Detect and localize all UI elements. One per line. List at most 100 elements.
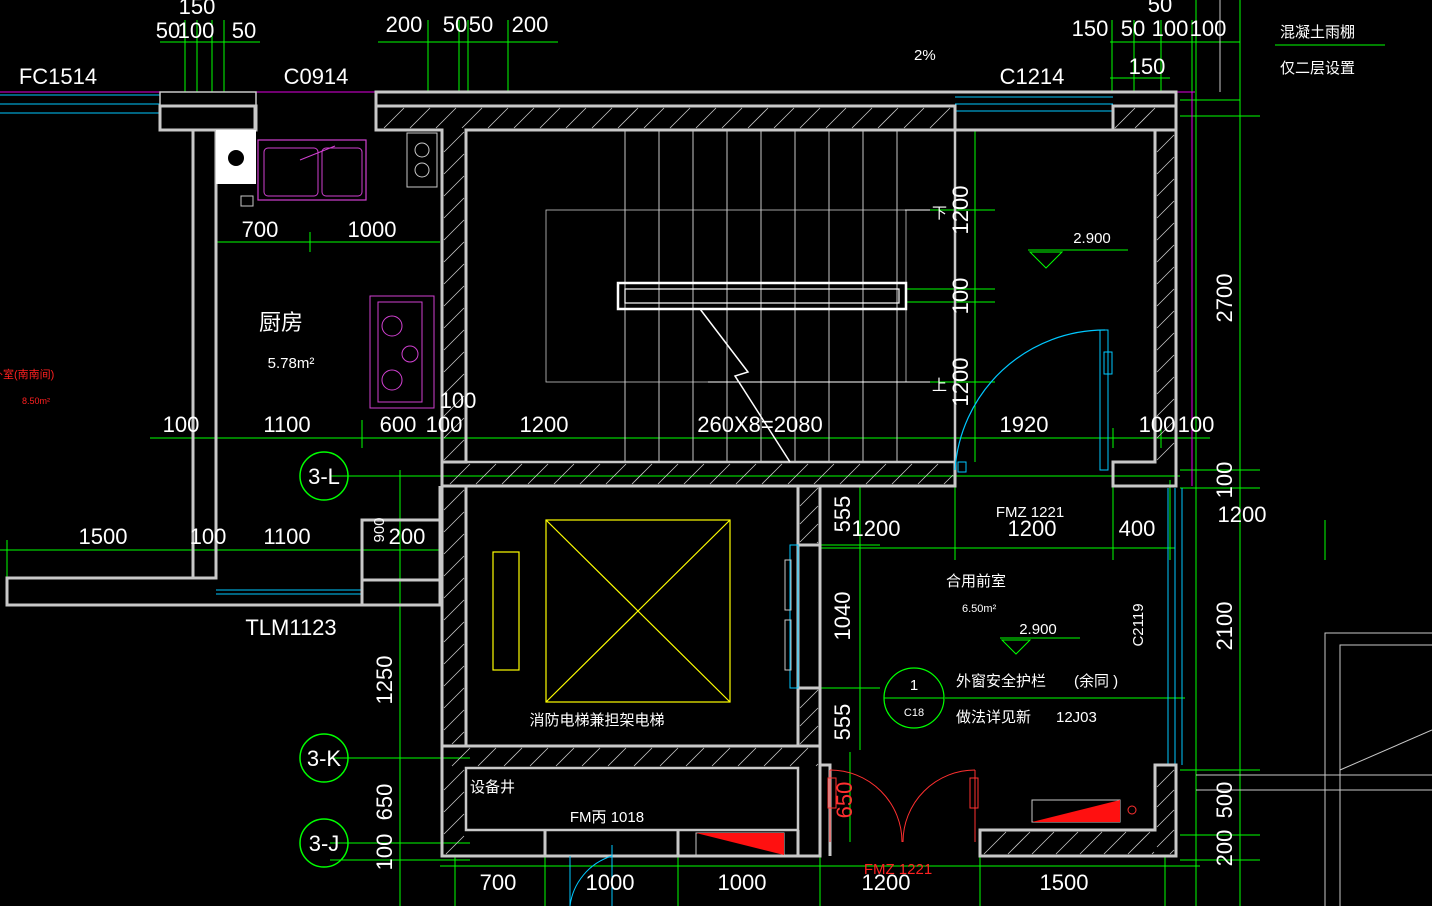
hatch-stroke xyxy=(461,107,483,129)
hatch-stroke xyxy=(1156,769,1175,788)
hatch-stroke xyxy=(737,747,757,767)
detail-sheet: C18 xyxy=(904,707,924,719)
hatch-stroke xyxy=(443,351,465,373)
hatch-stroke xyxy=(443,643,465,665)
hatch-stroke xyxy=(683,463,705,485)
hatch-stroke xyxy=(943,474,954,485)
hatch-stroke xyxy=(799,107,821,129)
hatch-stroke xyxy=(669,107,691,129)
hatch-stroke xyxy=(1156,134,1175,153)
left-room-name: 卧室(南南间) xyxy=(0,367,54,381)
hatch-stroke xyxy=(633,747,653,767)
hatch-stroke xyxy=(443,329,465,351)
canopy-note-1: 混凝土雨棚 xyxy=(1280,24,1355,41)
hatch-stroke xyxy=(1156,442,1175,461)
hatch-stroke xyxy=(553,463,575,485)
kitchen-area: 5.78m² xyxy=(268,355,315,372)
hatch-stroke xyxy=(773,107,795,129)
dim-top-50f: 50 xyxy=(1148,0,1172,17)
hatch-stroke xyxy=(443,131,465,153)
hatch-stroke xyxy=(1156,244,1175,263)
dim-row-k-1100: 1100 xyxy=(263,524,310,549)
slope-label: 2% xyxy=(914,47,936,64)
hatch-stroke xyxy=(591,107,613,129)
hatch-stroke xyxy=(891,463,913,485)
hatch-stroke xyxy=(813,463,835,485)
dim-top-100b: 100 xyxy=(1152,16,1189,41)
hatch-stroke xyxy=(1114,107,1136,129)
hatch-stroke xyxy=(1134,107,1156,129)
elevator-label: 消防电梯兼担架电梯 xyxy=(529,712,664,729)
hatch-stroke xyxy=(799,487,819,507)
hatch-stroke xyxy=(787,463,809,485)
hatch-stroke xyxy=(443,769,465,791)
railing-remark: (余同 ) xyxy=(1074,672,1118,690)
hatch-stroke xyxy=(929,107,951,129)
hatch-stroke xyxy=(799,689,819,709)
dim-row-k-200: 200 xyxy=(389,524,426,549)
hatch-stroke xyxy=(685,747,705,767)
hatch-stroke xyxy=(877,107,899,129)
hatch-stroke xyxy=(747,107,769,129)
hatch-stroke xyxy=(443,197,465,219)
dim-top-100c: 100 xyxy=(1190,16,1227,41)
left-room-area: 8.50m² xyxy=(22,396,50,406)
hatch-stroke xyxy=(445,835,465,855)
hatch-stroke xyxy=(443,577,465,599)
dim-row-l-600: 600 xyxy=(380,412,417,437)
hatch-stroke xyxy=(443,241,465,263)
axis-bubble-3l: 3-L xyxy=(299,451,349,501)
dim-row-l-1920: 1920 xyxy=(1000,412,1049,437)
hatch-stroke xyxy=(443,533,465,555)
hatch-stroke xyxy=(1156,332,1175,351)
hatch-stroke xyxy=(487,107,509,129)
door-fmz1221-top: FMZ 1221 xyxy=(996,504,1064,521)
shaft-label: 设备井 xyxy=(470,779,515,796)
wall-hatch xyxy=(383,107,1175,855)
hatch-stroke xyxy=(565,107,587,129)
hatch-stroke xyxy=(816,541,819,544)
hatch-stroke xyxy=(1031,831,1055,855)
hatch-stroke xyxy=(1156,200,1175,219)
dim-top-50d: 50 xyxy=(469,12,493,37)
axis-markers: 3-L 3-K 3-J xyxy=(299,451,349,868)
hatch-stroke xyxy=(503,747,523,767)
hatch-stroke xyxy=(1156,310,1175,329)
hatch-stroke xyxy=(799,523,819,543)
dim-left-v-650: 650 xyxy=(372,784,397,821)
hatch-stroke xyxy=(1055,831,1079,855)
dim-left-v-100: 100 xyxy=(372,834,397,871)
hatch-stroke xyxy=(695,107,717,129)
dim-top-200b: 200 xyxy=(512,12,549,37)
dim-right-v-2100: 2100 xyxy=(1212,602,1237,651)
hatch-stroke xyxy=(443,307,465,329)
hatch-stroke xyxy=(1156,829,1175,848)
hatch-stroke xyxy=(443,439,465,461)
hatch-stroke xyxy=(443,489,465,511)
window-c1214: C1214 xyxy=(1000,64,1065,89)
dim-row-k-1500: 1500 xyxy=(79,524,128,549)
hatch-stroke xyxy=(1156,156,1175,175)
hatch-stroke xyxy=(529,747,549,767)
kitchen-name: 厨房 xyxy=(259,310,303,335)
dim-right-v-100: 100 xyxy=(1212,462,1237,499)
labels: 150 50 100 50 200 50 50 200 150 50 100 1… xyxy=(0,0,1355,895)
dim-kitchen-700: 700 xyxy=(242,217,279,242)
railing-note-2: 做法详见新 xyxy=(956,709,1031,726)
hatch-stroke xyxy=(443,511,465,533)
hatch-stroke xyxy=(383,107,405,129)
elevator-car xyxy=(492,519,731,703)
dim-top-50b: 50 xyxy=(232,18,256,43)
hatch-stroke xyxy=(865,463,887,485)
door-fmz1221-bottom: FMZ 1221 xyxy=(864,861,932,878)
stair-down: 下 xyxy=(932,205,947,222)
hatch-stroke xyxy=(839,463,861,485)
dim-row-l-100d: 100 xyxy=(1139,412,1176,437)
dim-right-v-200: 200 xyxy=(1212,830,1237,867)
hatch-stroke xyxy=(443,175,465,197)
hatch-stroke xyxy=(477,747,497,767)
hatch-stroke xyxy=(605,463,627,485)
fire-hydrant-boxes xyxy=(695,799,1137,856)
dim-top-150c: 150 xyxy=(1129,54,1166,79)
hatch-stroke xyxy=(1169,849,1175,855)
